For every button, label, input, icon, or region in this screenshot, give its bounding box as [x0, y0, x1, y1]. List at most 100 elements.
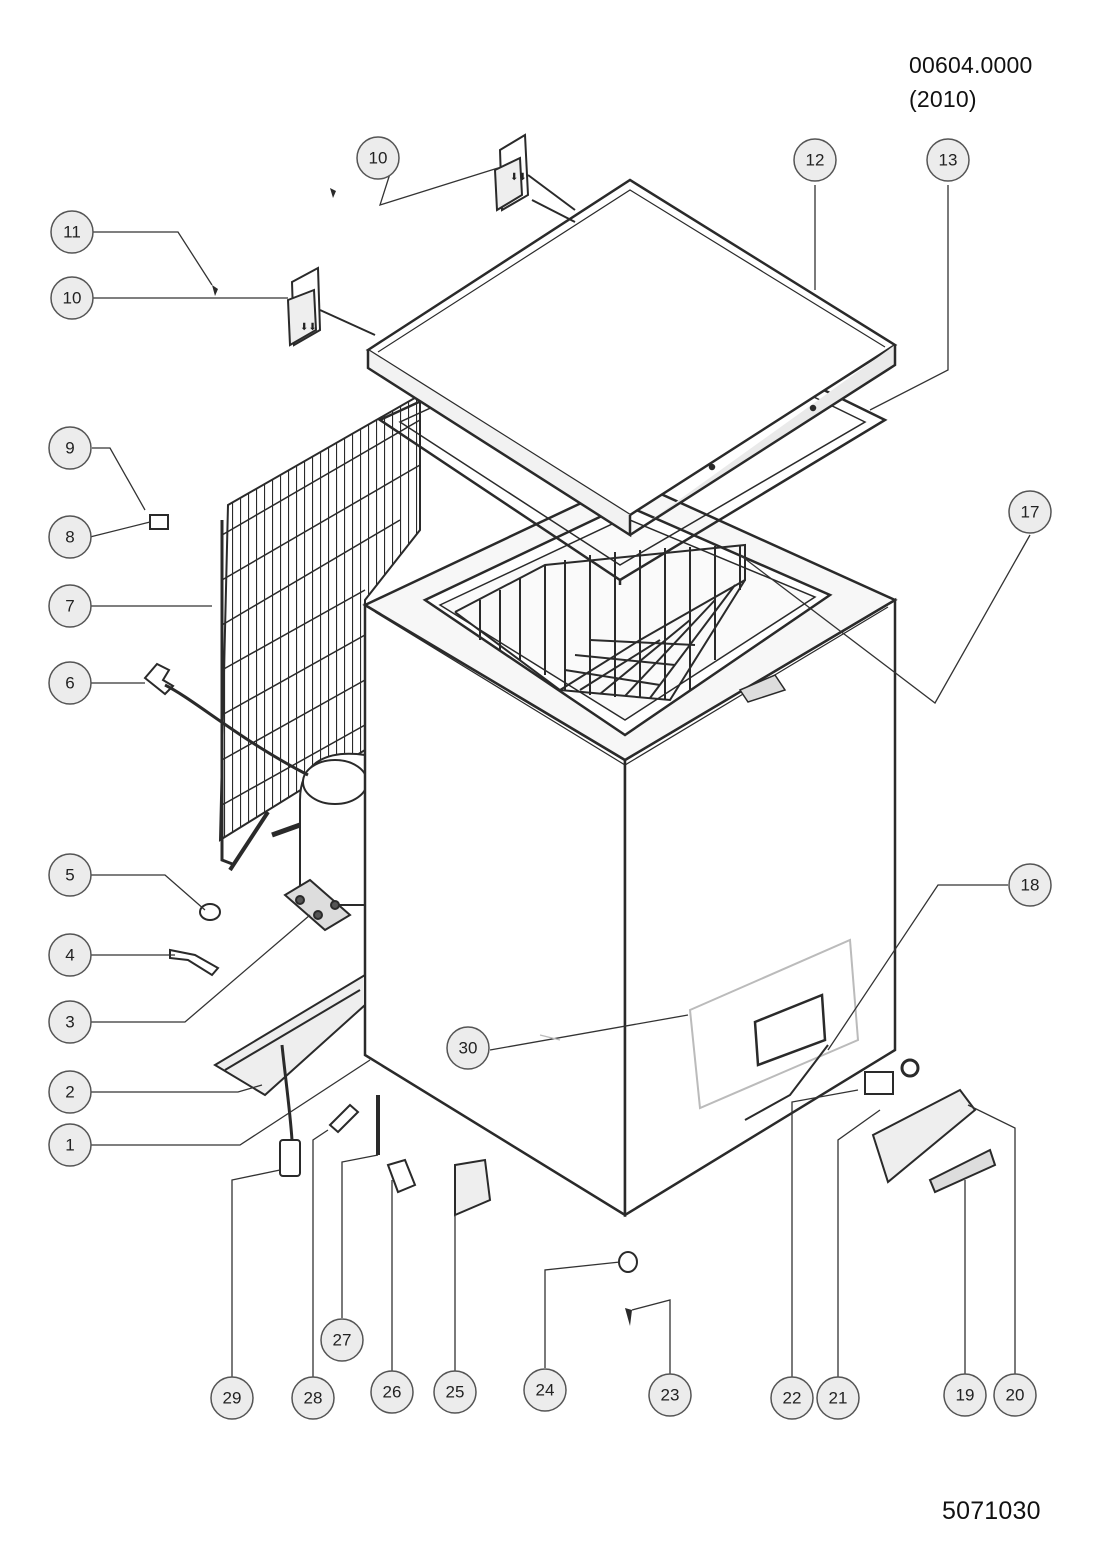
callout-number: 12 [806, 151, 825, 170]
callout-20: 20 [993, 1373, 1037, 1417]
callout-circle [48, 426, 92, 470]
power-plug [143, 662, 175, 696]
callout-12: 12 [793, 138, 837, 182]
callout-circle [48, 1123, 92, 1167]
callout-number: 11 [63, 223, 81, 242]
callout-24: 24 [523, 1368, 567, 1412]
leader-lines [89, 157, 1031, 1378]
callout-8: 8 [48, 515, 92, 559]
callout-4: 4 [48, 933, 92, 977]
callout-number: 23 [661, 1386, 680, 1405]
callout-number: 10 [369, 149, 388, 168]
callout-circle [50, 276, 94, 320]
callout-2: 2 [48, 1070, 92, 1114]
callout-number: 8 [65, 528, 74, 547]
callout-29: 29 [210, 1376, 254, 1420]
callout-26: 26 [370, 1370, 414, 1414]
lamp-part [864, 1071, 894, 1095]
callout-number: 29 [223, 1389, 242, 1408]
document-year: (2010) [909, 86, 977, 112]
callout-28: 28 [291, 1376, 335, 1420]
callout-number: 28 [304, 1389, 323, 1408]
callout-circle [48, 1070, 92, 1114]
svg-text:⬇⬇: ⬇⬇ [300, 322, 317, 333]
callout-5: 5 [48, 853, 92, 897]
callout-number: 3 [65, 1013, 74, 1032]
clip-part [386, 1158, 417, 1194]
callout-22: 22 [770, 1376, 814, 1420]
callout-18: 18 [1008, 863, 1052, 907]
callout-7: 7 [48, 584, 92, 628]
callout-circle [210, 1376, 254, 1420]
callout-circle [48, 661, 92, 705]
callout-number: 20 [1006, 1386, 1025, 1405]
freezer-lid [365, 178, 898, 538]
callout-circle [793, 138, 837, 182]
callout-number: 25 [446, 1383, 465, 1402]
callout-circle [446, 1026, 490, 1070]
callout-number: 21 [829, 1389, 848, 1408]
callout-number: 2 [65, 1083, 74, 1102]
hinge-right: ⬇⬇ [493, 133, 576, 223]
callout-number: 17 [1021, 503, 1040, 522]
wire-basket [454, 543, 746, 702]
callout-13: 13 [926, 138, 970, 182]
rubber-foot [199, 903, 221, 921]
hinge-left: ⬇⬇ [286, 266, 376, 347]
callout-circle [1008, 863, 1052, 907]
callout-circle [1008, 490, 1052, 534]
callout-number: 10 [63, 289, 82, 308]
callout-number: 1 [65, 1136, 74, 1155]
callout-23: 23 [648, 1373, 692, 1417]
callout-number: 24 [536, 1381, 555, 1400]
thermostat-part [149, 514, 169, 530]
callout-circle [926, 138, 970, 182]
callout-number: 19 [956, 1386, 975, 1405]
callout-number: 27 [333, 1331, 352, 1350]
callout-1: 1 [48, 1123, 92, 1167]
callout-circle [816, 1376, 860, 1420]
handle-cover [928, 1148, 997, 1194]
svg-text:⬇⬇: ⬇⬇ [510, 172, 527, 183]
callout-circle [370, 1370, 414, 1414]
callout-circle [48, 584, 92, 628]
callout-3: 3 [48, 1000, 92, 1044]
callout-number: 13 [939, 151, 958, 170]
callout-30: 30 [446, 1026, 490, 1070]
relay-part [328, 1103, 360, 1134]
callout-circle [291, 1376, 335, 1420]
callout-25: 25 [433, 1370, 477, 1414]
callout-17: 17 [1008, 490, 1052, 534]
callout-circle [523, 1368, 567, 1412]
base-rail [213, 973, 366, 1097]
callout-circle [433, 1370, 477, 1414]
small-parts [143, 514, 997, 1273]
callout-number: 4 [65, 946, 74, 965]
callout-11: 11 [50, 210, 94, 254]
leveling-foot [618, 1251, 638, 1273]
callout-27: 27 [320, 1318, 364, 1362]
capacitor [279, 1139, 301, 1177]
callout-10-2: 10 [356, 136, 400, 180]
handle-part [871, 1088, 977, 1184]
callout-19: 19 [943, 1373, 987, 1417]
callout-circle [320, 1318, 364, 1362]
callout-number: 26 [383, 1383, 402, 1402]
clip-bracket [169, 948, 220, 977]
callout-circle [50, 210, 94, 254]
callout-number: 7 [65, 597, 74, 616]
document-code: 00604.0000 [909, 52, 1033, 78]
callout-number: 18 [1021, 876, 1040, 895]
callout-circle [48, 515, 92, 559]
callout-number: 9 [65, 439, 74, 458]
callout-circle [993, 1373, 1037, 1417]
freezer-cabinet [362, 478, 898, 1218]
drawing-number: 5071030 [942, 1497, 1041, 1525]
callout-circle [648, 1373, 692, 1417]
callout-number: 6 [65, 674, 74, 693]
callout-number: 30 [459, 1039, 478, 1058]
callout-number: 22 [783, 1389, 802, 1408]
